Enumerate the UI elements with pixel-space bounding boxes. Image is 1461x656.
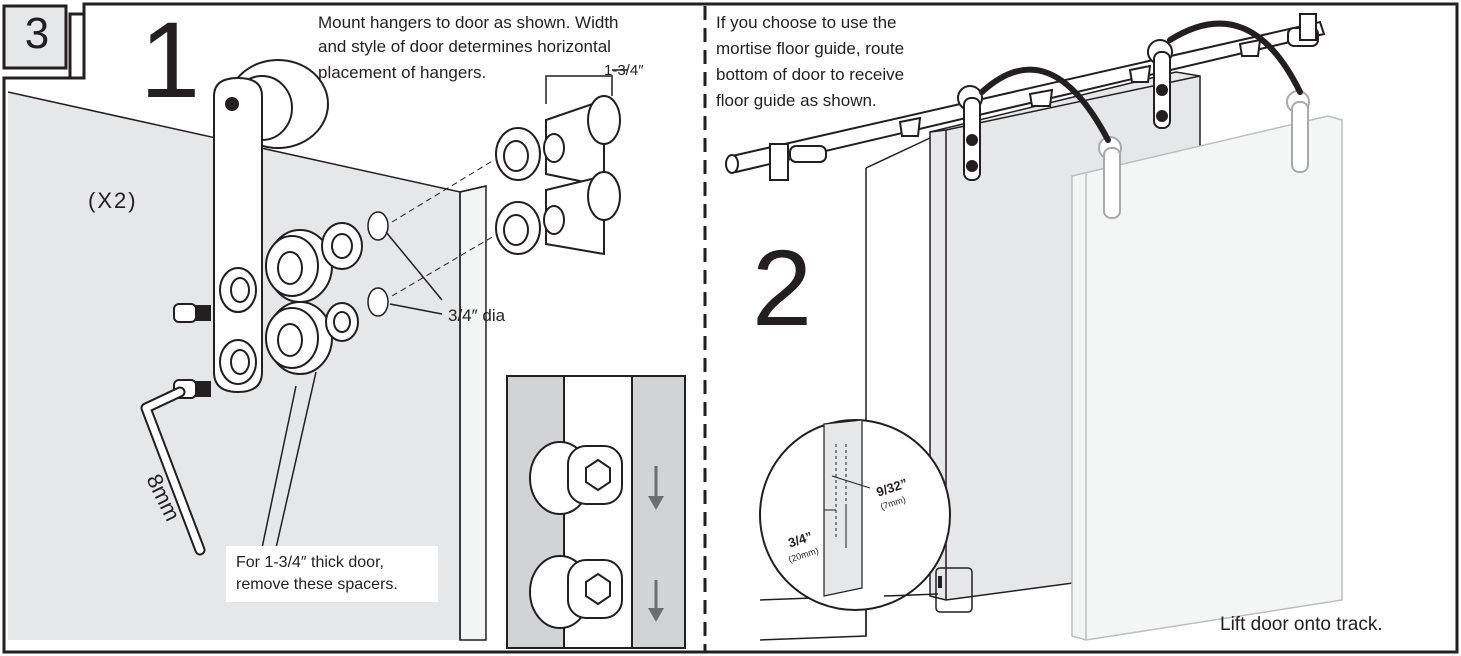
door-hangers xyxy=(957,39,1173,181)
panel2-instruction-line-1: If you choose to use the xyxy=(716,13,897,32)
exploded-fittings xyxy=(495,95,621,256)
ghost-hangers xyxy=(1098,90,1310,219)
spacer-note: For 1-3/4″ thick door, remove these spac… xyxy=(226,546,438,602)
substep-two: 2 xyxy=(752,227,813,348)
spacer-callout-lines xyxy=(261,371,317,549)
panel1-instruction-line-2: and style of door determines horizontal xyxy=(318,37,611,56)
panel2-instruction-line-3: bottom of door to receive xyxy=(716,65,905,84)
spacer-note-line-1: For 1-3/4″ thick door, xyxy=(236,554,384,571)
mortise-detail xyxy=(759,419,973,613)
hole-dimension: 3/4″ dia xyxy=(448,306,506,325)
step-number-box xyxy=(2,4,68,70)
spacer-note-line-2: remove these spacers. xyxy=(236,576,398,593)
quantity-label: (X2) xyxy=(88,188,138,213)
dimension-lines xyxy=(385,69,628,315)
thickness-dimension: 1-3/4″ xyxy=(604,62,644,79)
door-spacers xyxy=(265,222,363,375)
inset-detail xyxy=(506,375,686,649)
substep-one: 1 xyxy=(140,0,201,120)
step-number: 3 xyxy=(24,9,50,58)
lift-door-caption: Lift door onto track. xyxy=(1220,614,1383,635)
hanger-assembly xyxy=(213,59,329,394)
panel1-instruction-line-1: Mount hangers to door as shown. Width xyxy=(318,13,619,32)
bolts xyxy=(173,303,211,399)
ghost-door xyxy=(1071,115,1343,641)
door-holes xyxy=(367,211,389,317)
panel1-instruction-line-3: placement of hangers. xyxy=(318,63,487,82)
panel2-instruction-line-4: floor guide as shown. xyxy=(716,91,877,110)
lift-arrows xyxy=(979,20,1303,143)
track-rod xyxy=(725,13,1326,181)
panel2-instruction-line-2: mortise floor guide, route xyxy=(716,39,905,58)
